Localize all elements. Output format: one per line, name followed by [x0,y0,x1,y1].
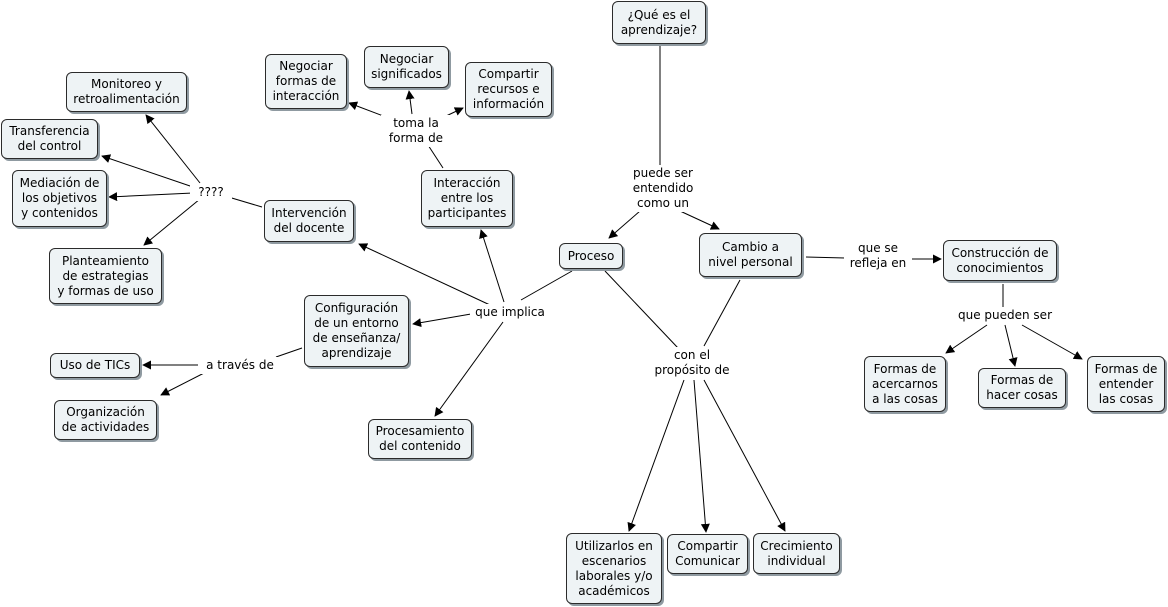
connector-arrow [679,210,720,230]
connector-line [520,270,573,301]
connector-arrow [143,198,201,246]
connector-arrow [348,101,387,118]
connector-arrow [358,243,491,306]
connector-line [604,270,679,349]
link-puede-ser-entendido: puede ser entendido como un [628,165,698,212]
connector-arrow [145,114,201,184]
connector-arrow [479,229,505,303]
connector-arrow [703,379,786,532]
concept-transferencia-del-control[interactable]: Transferencia del control [1,119,98,159]
link-toma-la-forma-de: toma la forma de [381,115,451,147]
connector-arrow [405,90,415,115]
connector-arrow [160,370,209,396]
concept-mediacion-de-objetivos[interactable]: Mediación de los objetivos y contenidos [12,170,107,227]
connector-arrow [108,192,194,202]
concept-formas-de-entender[interactable]: Formas de entender las cosas [1087,356,1165,412]
concept-interaccion-entre-participantes[interactable]: Interacción entre los participantes [421,170,513,227]
connector-arrow [101,154,194,188]
connector-arrow [693,379,710,533]
concept-formas-de-hacer-cosas[interactable]: Formas de hacer cosas [978,368,1066,408]
concept-configuracion-de-entorno[interactable]: Configuración de un entorno de enseñanza… [304,295,409,367]
concept-cambio-a-nivel-personal[interactable]: Cambio a nivel personal [699,233,802,277]
link-interrogantes: ???? [190,184,232,201]
concept-crecimiento-individual[interactable]: Crecimiento individual [753,533,840,574]
concept-utilizarlos-en-escenarios[interactable]: Utilizarlos en escenarios laborales y/o … [566,533,662,604]
connector-arrow [945,324,988,354]
connector-arrow [434,321,504,417]
concept-construccion-de-conocimientos[interactable]: Construcción de conocimientos [943,240,1057,281]
concept-negociar-formas-de-interaccion[interactable]: Negociar formas de interacción [265,54,347,109]
concept-planteamiento-de-estrategias[interactable]: Planteamiento de estrategias y formas de… [49,248,162,304]
connector-arrow [608,210,641,239]
connector-arrow [1004,324,1018,367]
concept-intervencion-del-docente[interactable]: Intervención del docente [264,200,354,242]
concept-que-es-el-aprendizaje[interactable]: ¿Qué es el aprendizaje? [612,1,706,44]
concept-negociar-significados[interactable]: Negociar significados [364,46,449,88]
connector-line [275,347,303,358]
concept-compartir-comunicar[interactable]: Compartir Comunicar [667,534,748,574]
connector-line [427,144,444,169]
link-que-pueden-ser: que pueden ser [953,307,1057,324]
link-que-se-refleja-en: que se refleja en [844,240,912,272]
link-que-implica: que implica [470,304,550,321]
concept-uso-de-tics[interactable]: Uso de TICs [50,353,140,378]
link-con-el-proposito-de: con el propósito de [648,347,736,379]
connector-arrow [627,379,685,532]
connector-arrow [412,313,472,328]
concept-procesamiento-del-contenido[interactable]: Procesamiento del contenido [368,419,472,459]
concept-compartir-recursos[interactable]: Compartir recursos e información [465,62,552,117]
concept-organizacion-de-actividades[interactable]: Organización de actividades [54,400,157,440]
connector-line [805,256,846,259]
concept-monitoreo-y-retroalimentacion[interactable]: Monitoreo y retroalimentación [66,72,187,112]
concept-formas-de-acercarnos[interactable]: Formas de acercarnos a las cosas [864,356,946,412]
connector-line [703,279,741,347]
connector-arrow [1021,324,1083,360]
link-a-traves-de: a través de [198,357,282,374]
concept-proceso[interactable]: Proceso [559,243,623,269]
